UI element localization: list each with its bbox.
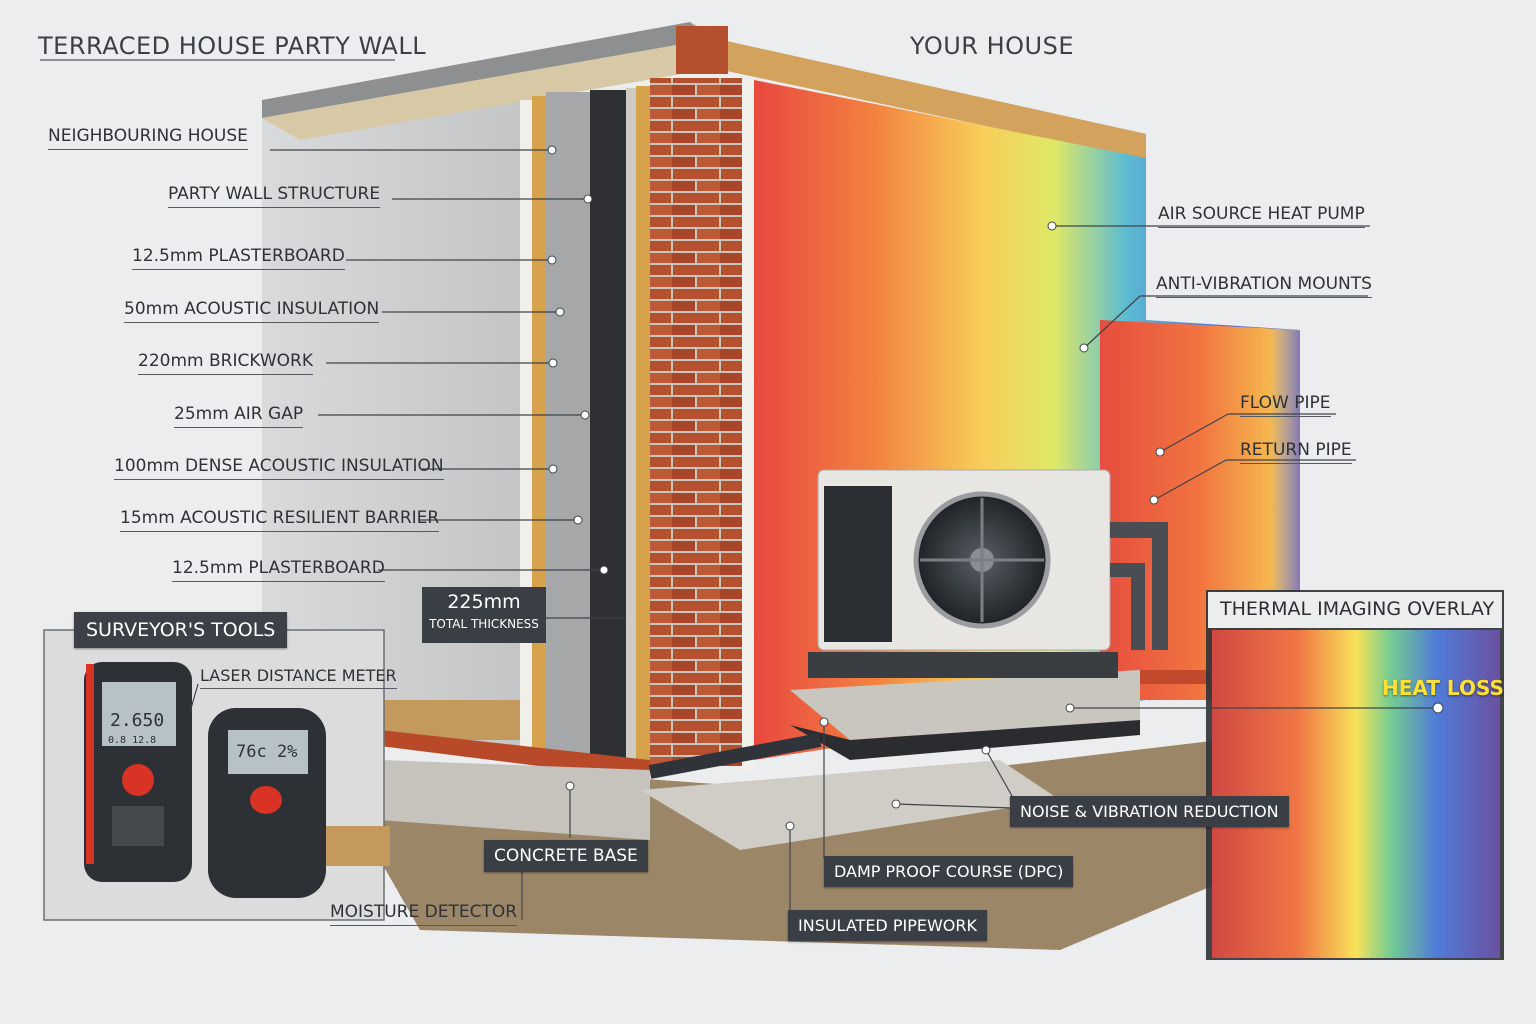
label-neighbouring-house: NEIGHBOURING HOUSE [48, 128, 248, 150]
thickness-value: 225mm [447, 591, 521, 613]
label-laser-distance-meter: LASER DISTANCE METER [200, 668, 397, 689]
laser-meter-subreading: 0.8 12.8 [108, 735, 157, 746]
label-plasterboard-outer: 12.5mm PLASTERBOARD [132, 248, 345, 270]
moisture-detector-reading: 76c 2% [236, 742, 298, 762]
thermal-overlay-title: THERMAL IMAGING OVERLAY [1220, 598, 1495, 620]
label-dense-acoustic-insulation: 100mm DENSE ACOUSTIC INSULATION [114, 458, 444, 480]
label-party-wall-structure: PARTY WALL STRUCTURE [168, 186, 381, 208]
label-air-gap: 25mm AIR GAP [174, 406, 304, 428]
label-concrete-base: CONCRETE BASE [484, 840, 648, 872]
label-resilient-barrier: 15mm ACOUSTIC RESILIENT BARRIER [120, 510, 440, 532]
label-return-pipe: RETURN PIPE [1240, 442, 1352, 464]
label-plasterboard-inner: 12.5mm PLASTERBOARD [172, 560, 385, 582]
diagram-title-left: TERRACED HOUSE PARTY WALL [38, 32, 427, 60]
laser-meter-reading: 2.650 [110, 710, 165, 731]
label-anti-vibration-mounts: ANTI-VIBRATION MOUNTS [1156, 276, 1372, 298]
label-air-source-heat-pump: AIR SOURCE HEAT PUMP [1158, 206, 1365, 228]
label-insulated-pipework: INSULATED PIPEWORK [788, 910, 987, 941]
diagram-title-right: YOUR HOUSE [910, 32, 1075, 60]
label-noise-vibration-reduction: NOISE & VIBRATION REDUCTION [1010, 796, 1289, 827]
thickness-caption: TOTAL THICKNESS [429, 617, 539, 631]
label-flow-pipe: FLOW PIPE [1240, 395, 1331, 417]
heat-loss-label: HEAT LOSS [1382, 676, 1504, 700]
total-thickness-box: 225mm TOTAL THICKNESS [422, 587, 546, 643]
label-moisture-detector: MOISTURE DETECTOR [330, 904, 518, 926]
surveyors-tools-heading: SURVEYOR'S TOOLS [74, 612, 288, 648]
label-acoustic-insulation: 50mm ACOUSTIC INSULATION [124, 301, 380, 323]
label-damp-proof-course: DAMP PROOF COURSE (DPC) [824, 856, 1074, 887]
label-brickwork: 220mm BRICKWORK [138, 353, 314, 375]
